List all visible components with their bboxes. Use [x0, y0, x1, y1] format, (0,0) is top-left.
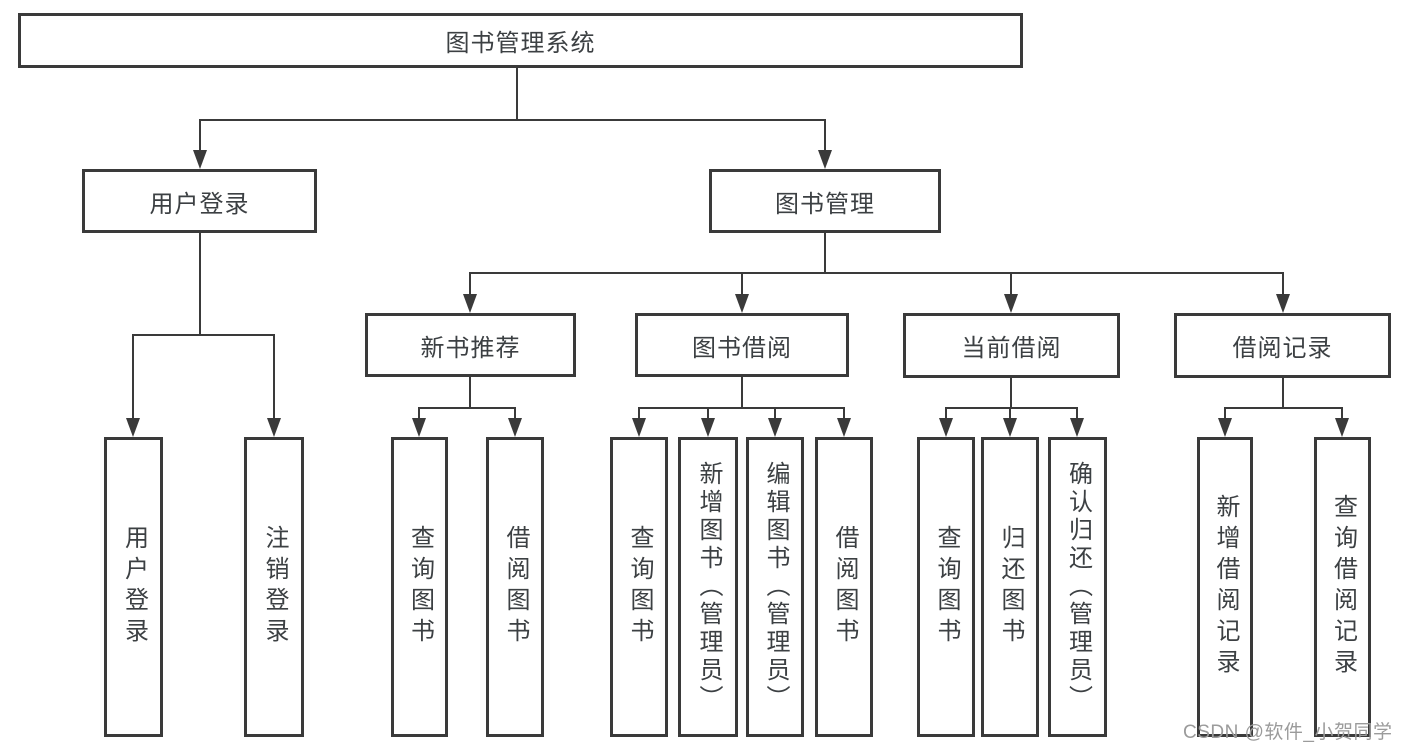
leaf-query-books-1: 查询图书 — [391, 437, 448, 737]
arrow-down-icon — [508, 418, 522, 437]
arrow-down-icon — [1070, 418, 1084, 437]
connector-line — [843, 407, 845, 420]
connector-line — [638, 407, 640, 420]
leaf-add-book-admin: 新增图书（管理员） — [678, 437, 738, 737]
connector-line — [1010, 378, 1012, 407]
node-book-management: 图书管理 — [709, 169, 941, 233]
leaf-user-login: 用户登录 — [104, 437, 163, 737]
connector-line — [1009, 407, 1011, 420]
leaf-add-book-admin-label: 新增图书（管理员） — [695, 461, 722, 713]
node-new-book-recommend: 新书推荐 — [365, 313, 576, 377]
connector-line — [639, 407, 844, 409]
leaf-edit-book-admin-label: 编辑图书（管理员） — [762, 461, 789, 713]
leaf-borrow-books-1: 借阅图书 — [486, 437, 544, 737]
connector-line — [470, 272, 1283, 274]
leaf-logout-label: 注销登录 — [261, 525, 288, 649]
node-new-book-recommend-label: 新书推荐 — [420, 334, 521, 362]
leaf-query-books-2: 查询图书 — [610, 437, 668, 737]
node-book-borrowing-label: 图书借阅 — [692, 334, 792, 362]
leaf-borrow-books-2: 借阅图书 — [815, 437, 873, 737]
node-current-borrowing-label: 当前借阅 — [961, 335, 1062, 362]
connector-line — [1341, 407, 1343, 420]
arrow-down-icon — [939, 418, 953, 437]
arrow-down-icon — [735, 294, 749, 313]
connector-line — [273, 334, 275, 420]
arrow-down-icon — [463, 294, 477, 313]
connector-line — [741, 272, 743, 296]
connector-line — [469, 377, 471, 407]
arrow-down-icon — [126, 418, 140, 437]
connector-line — [1010, 272, 1012, 296]
leaf-return-book-label: 归还图书 — [997, 525, 1024, 649]
arrow-down-icon — [818, 150, 832, 169]
leaf-query-borrow-record-label: 查询借阅记录 — [1329, 494, 1357, 680]
connector-line — [419, 407, 515, 409]
node-user-login-label: 用户登录 — [149, 190, 250, 218]
connector-line — [774, 407, 776, 420]
node-user-login: 用户登录 — [82, 169, 317, 233]
connector-line — [707, 407, 709, 420]
connector-line — [1282, 378, 1284, 407]
connector-line — [824, 233, 826, 272]
node-book-borrowing: 图书借阅 — [635, 313, 849, 377]
connector-line — [945, 407, 947, 420]
node-borrowing-records: 借阅记录 — [1174, 313, 1391, 378]
connector-line — [418, 407, 420, 420]
node-borrowing-records-label: 借阅记录 — [1232, 335, 1333, 362]
leaf-return-book: 归还图书 — [981, 437, 1039, 737]
connector-line — [1225, 407, 1342, 409]
leaf-query-books-2-label: 查询图书 — [626, 525, 653, 649]
arrow-down-icon — [193, 150, 207, 169]
connector-line — [1282, 272, 1284, 296]
arrow-down-icon — [768, 418, 782, 437]
leaf-query-books-1-label: 查询图书 — [406, 525, 434, 649]
arrow-down-icon — [837, 418, 851, 437]
connector-line — [132, 334, 134, 420]
connector-line — [199, 119, 826, 121]
connector-line — [1076, 407, 1078, 420]
arrow-down-icon — [632, 418, 646, 437]
leaf-add-borrow-record: 新增借阅记录 — [1197, 437, 1253, 737]
arrow-down-icon — [1276, 294, 1290, 313]
leaf-logout: 注销登录 — [244, 437, 304, 737]
connector-line — [199, 233, 201, 334]
arrow-down-icon — [1003, 418, 1017, 437]
leaf-query-books-3: 查询图书 — [917, 437, 975, 737]
leaf-edit-book-admin: 编辑图书（管理员） — [746, 437, 804, 737]
leaf-confirm-return-admin: 确认归还（管理员） — [1048, 437, 1107, 737]
leaf-borrow-books-1-label: 借阅图书 — [502, 525, 529, 649]
connector-line — [946, 407, 1077, 409]
node-library-system-label: 图书管理系统 — [445, 30, 596, 57]
arrow-down-icon — [1004, 294, 1018, 313]
arrow-down-icon — [701, 418, 715, 437]
arrow-down-icon — [1335, 418, 1349, 437]
leaf-add-borrow-record-label: 新增借阅记录 — [1212, 494, 1239, 680]
connector-line — [514, 407, 516, 420]
leaf-query-books-3-label: 查询图书 — [933, 525, 960, 649]
leaf-borrow-books-2-label: 借阅图书 — [831, 525, 858, 649]
arrow-down-icon — [412, 418, 426, 437]
node-book-management-label: 图书管理 — [775, 190, 875, 218]
node-library-system: 图书管理系统 — [18, 13, 1023, 68]
connector-line — [741, 377, 743, 407]
connector-line — [824, 119, 826, 152]
leaf-confirm-return-admin-label: 确认归还（管理员） — [1064, 461, 1092, 713]
connector-line — [516, 68, 518, 119]
csdn-watermark: CSDN @软件_小贺同学 — [1183, 722, 1393, 743]
leaf-user-login-label: 用户登录 — [120, 525, 148, 649]
connector-line — [199, 119, 201, 152]
arrow-down-icon — [1218, 418, 1232, 437]
connector-line — [1224, 407, 1226, 420]
node-current-borrowing: 当前借阅 — [903, 313, 1120, 378]
connector-line — [133, 334, 275, 336]
arrow-down-icon — [267, 418, 281, 437]
leaf-query-borrow-record: 查询借阅记录 — [1314, 437, 1371, 737]
connector-line — [469, 272, 471, 296]
